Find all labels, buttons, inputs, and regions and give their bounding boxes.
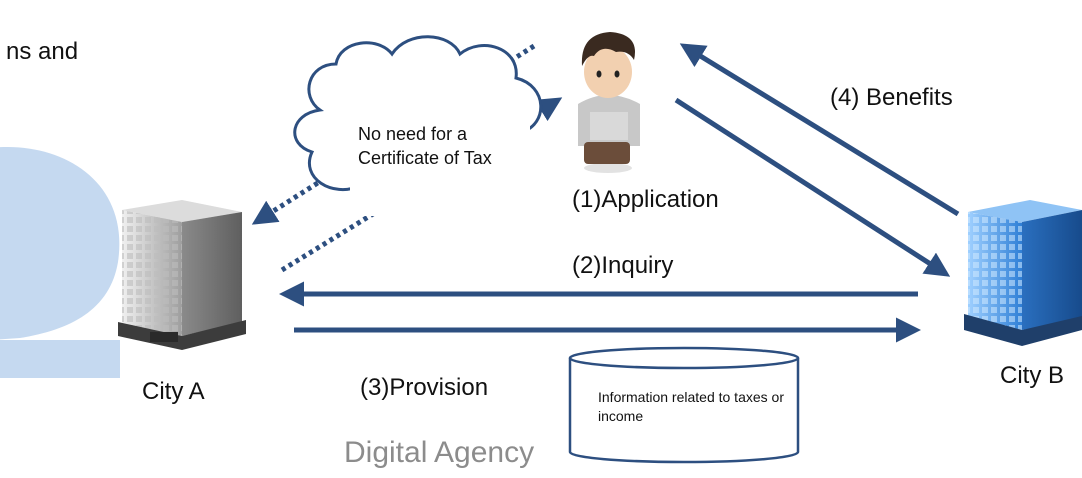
dotted-arrow-to-city-a xyxy=(251,43,536,225)
label-application: (1)Application xyxy=(572,186,719,213)
label-inquiry: (2)Inquiry xyxy=(572,252,674,279)
footer-agency: Digital Agency xyxy=(344,436,535,469)
cloud-text: No need for a Certificate of Tax xyxy=(358,124,492,168)
resident-person-icon xyxy=(578,32,640,173)
database-text: Information related to taxes or income xyxy=(598,389,784,424)
city-a-building-icon xyxy=(118,200,246,350)
label-city-b: City B xyxy=(1000,362,1065,389)
label-benefits: (4) Benefits xyxy=(830,84,953,111)
arrow-application xyxy=(674,97,951,277)
label-city-a: City A xyxy=(142,378,205,405)
label-provision: (3)Provision xyxy=(360,374,489,401)
cloud-text-box xyxy=(350,112,530,216)
city-b-building-icon xyxy=(964,200,1082,346)
header-title-fragment: ns and xyxy=(6,38,79,65)
arrow-benefits xyxy=(679,43,960,217)
database-cylinder-icon xyxy=(568,346,800,464)
watermark-shape xyxy=(0,147,120,378)
